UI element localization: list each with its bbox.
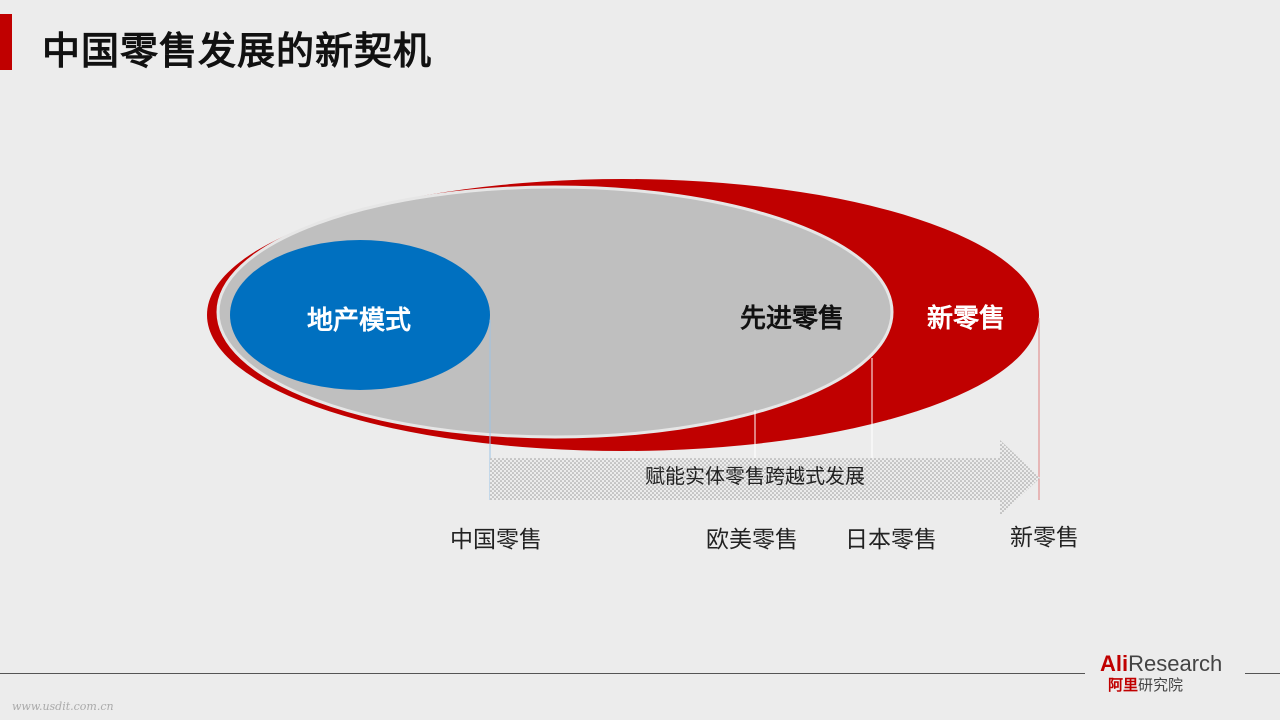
footer-divider-left xyxy=(0,673,1085,674)
footer-divider-right xyxy=(1245,673,1280,674)
page-title: 中国零售发展的新契机 xyxy=(42,29,433,73)
advanced-retail-label: 先进零售 xyxy=(740,304,845,334)
logo-research-text: Research xyxy=(1128,651,1223,676)
arrow-caption: 赋能实体零售跨越式发展 xyxy=(645,464,865,488)
title-accent-bar xyxy=(0,14,12,70)
timeline-label-new-retail: 新零售 xyxy=(1010,525,1079,551)
logo-ali-text: Ali xyxy=(1100,651,1129,676)
property-mode-oval xyxy=(230,240,490,390)
development-arrow xyxy=(490,440,1040,516)
new-retail-oval-label: 新零售 xyxy=(927,304,1006,334)
timeline-label-western: 欧美零售 xyxy=(706,527,798,553)
logo-cn-red-text: 阿里 xyxy=(1108,676,1139,694)
aliresearch-logo: AliResearch 阿里研究院 xyxy=(1100,651,1223,695)
logo-cn-gray-text: 研究院 xyxy=(1138,676,1184,694)
timeline-label-china: 中国零售 xyxy=(450,527,542,553)
property-mode-label: 地产模式 xyxy=(307,306,412,336)
timeline-label-japan: 日本零售 xyxy=(845,527,937,553)
watermark: www.usdit.com.cn xyxy=(12,700,114,713)
